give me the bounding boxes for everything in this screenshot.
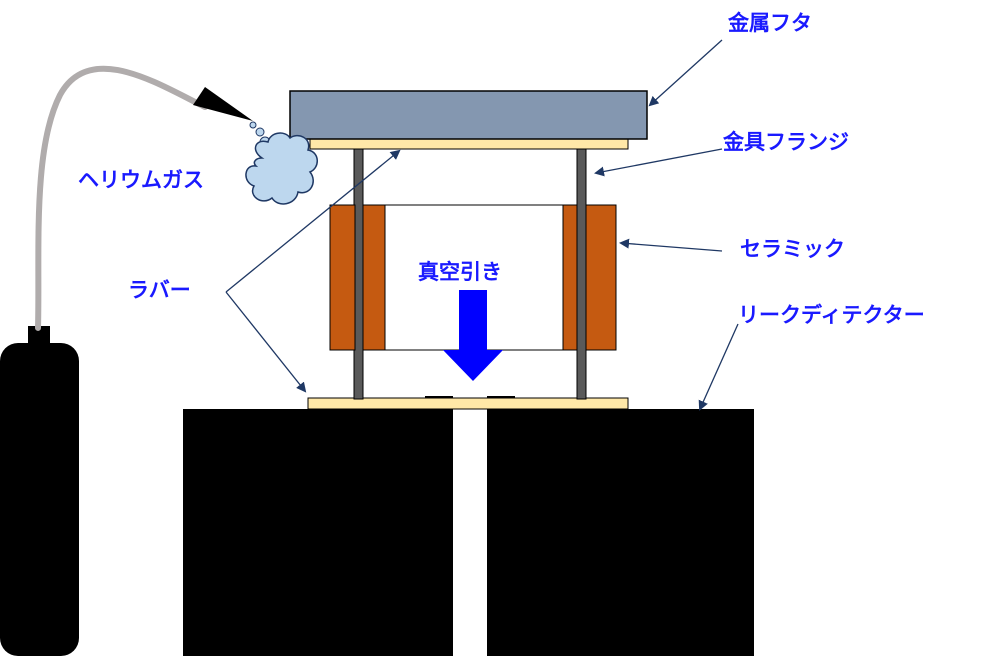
- leak-detector: [183, 396, 754, 656]
- top-rubber: [309, 138, 629, 150]
- leak-detector-right-block: [487, 409, 754, 656]
- metal-lid: [289, 90, 648, 140]
- leader-lines: [225, 39, 739, 411]
- helium-cloud: [245, 132, 318, 205]
- label-helium-gas: ヘリウムガス: [78, 168, 204, 192]
- cylinder-valve: [28, 326, 50, 346]
- gas-bubble-small: [249, 121, 257, 129]
- ceramic-chamber: [329, 204, 617, 351]
- vacuum-arrow: [443, 290, 503, 381]
- leak-detector-left-block: [183, 409, 453, 656]
- gas-bubble-medium: [255, 127, 265, 137]
- leader-metal-flange: [594, 148, 723, 177]
- nozzle-icon: [193, 87, 253, 121]
- rod-right: [576, 148, 587, 400]
- ceramic-right-inner: [562, 204, 578, 351]
- leader-ceramic: [619, 238, 723, 252]
- label-metal-lid: 金属フタ: [727, 11, 812, 35]
- cylinder-body: [0, 343, 79, 656]
- vacuum-arrow-shape: [443, 290, 503, 381]
- vacuum-port-channel: [453, 396, 487, 656]
- label-ceramic: セラミック: [740, 237, 845, 261]
- ceramic-right-outer: [585, 204, 617, 351]
- gas-cylinder: [0, 326, 79, 656]
- leader-metal-lid: [648, 39, 723, 107]
- ceramic-left-outer: [329, 204, 356, 351]
- bottom-rubber: [307, 397, 629, 410]
- leader-leak-detector: [698, 323, 739, 411]
- leader-rubber-bottom: [225, 291, 307, 393]
- label-metal-flange: 金具フランジ: [722, 130, 849, 154]
- label-rubber: ラバー: [128, 278, 191, 302]
- label-leak-detector: リークディテクター: [738, 303, 925, 327]
- ceramic-left-inner: [362, 204, 386, 351]
- vacuum-label: 真空引き: [418, 260, 502, 284]
- cloud-icon: [245, 121, 318, 205]
- leader-rubber-top: [225, 149, 401, 293]
- gas-hose: [35, 65, 208, 331]
